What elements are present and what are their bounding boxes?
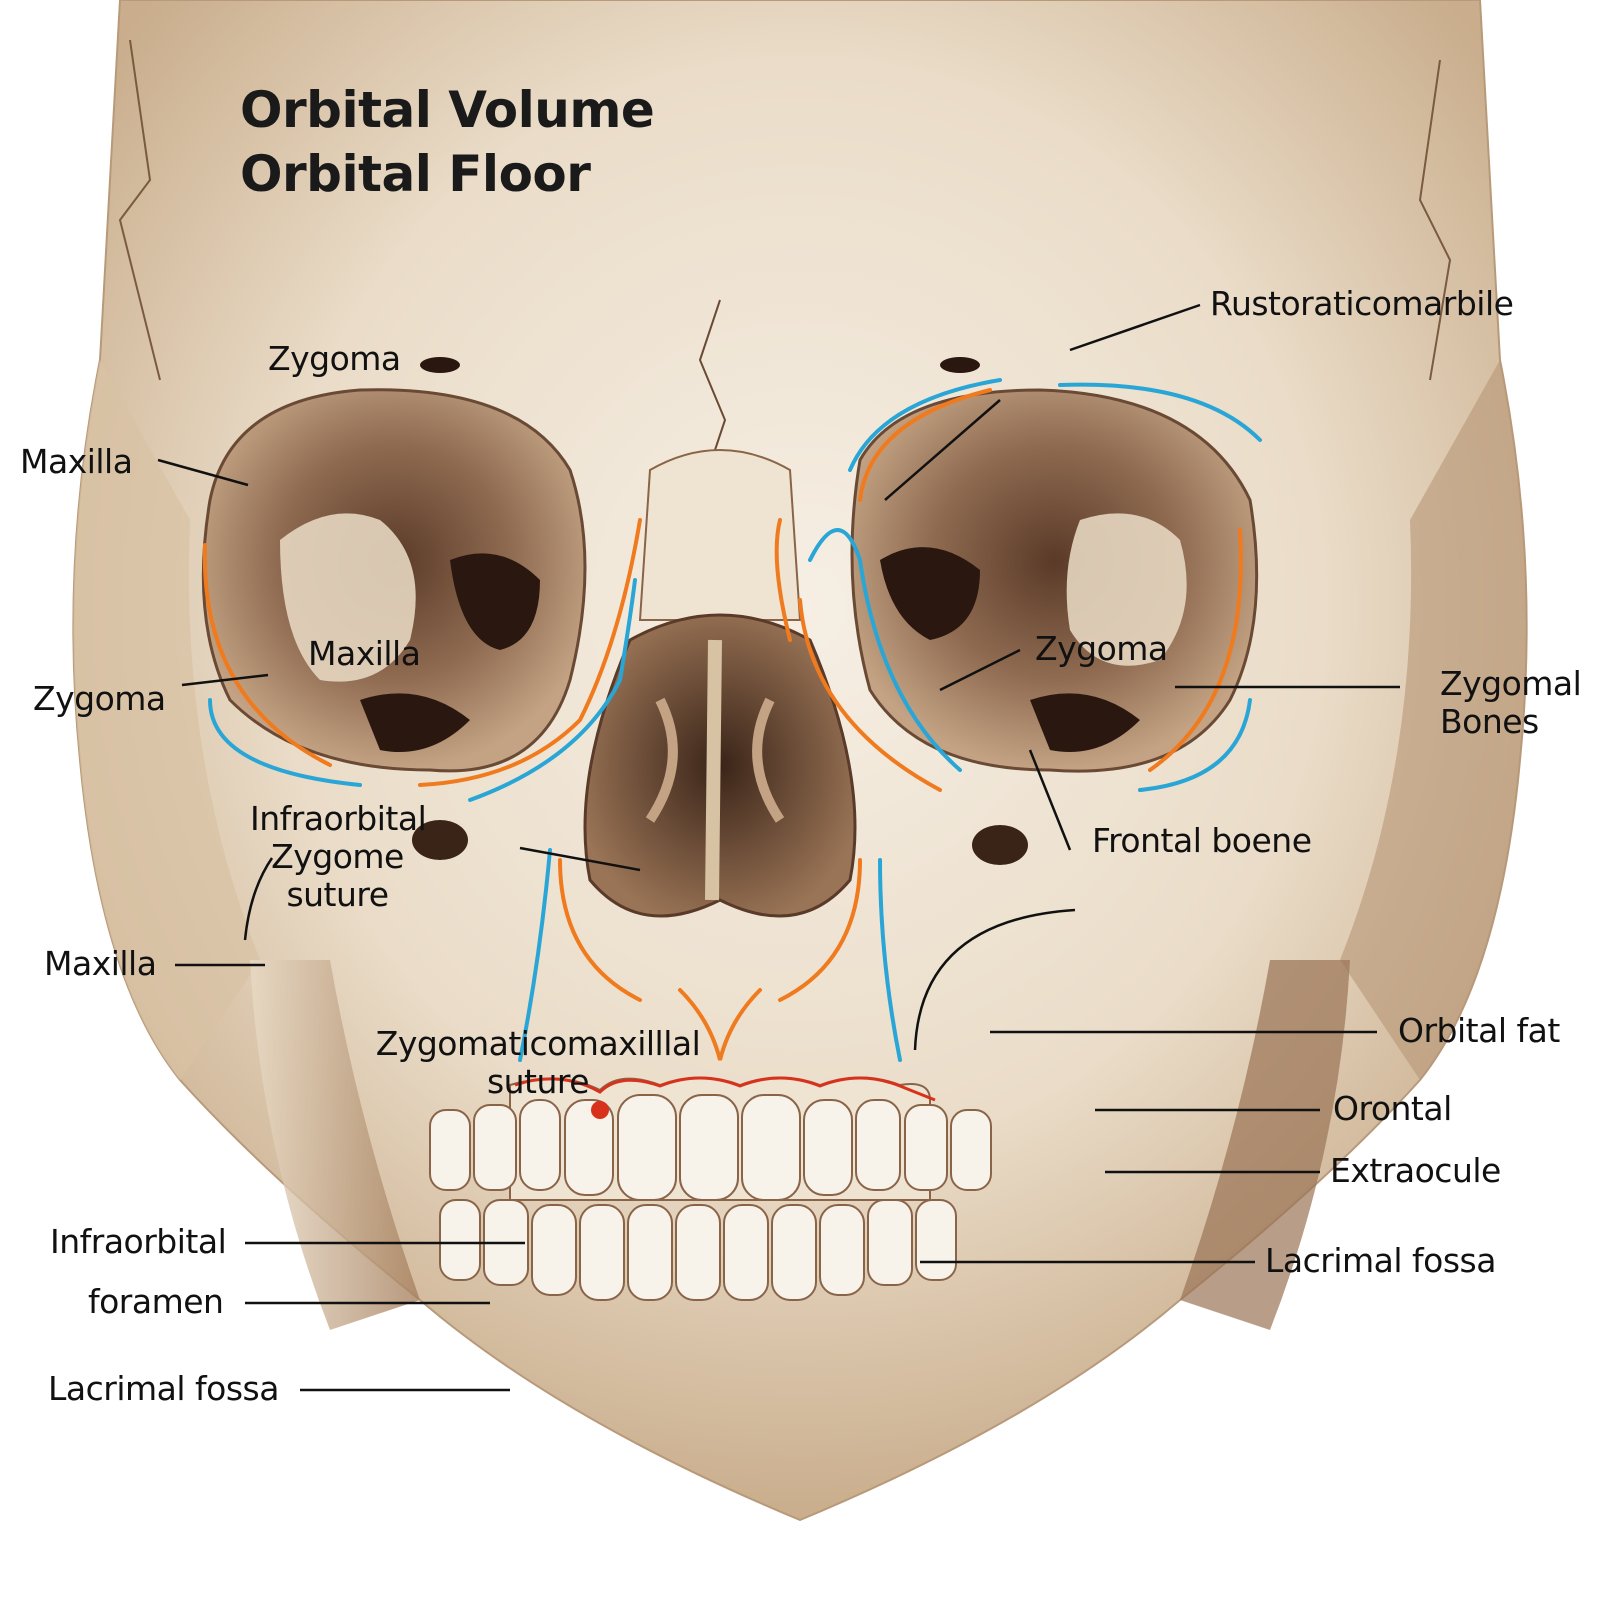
- label-line: Infraorbital: [250, 799, 427, 838]
- label-line: suture: [486, 1062, 590, 1101]
- highlight-traces: [202, 378, 1262, 1062]
- red-marker: [591, 1101, 609, 1119]
- label-extraocule: Extraocule: [1330, 1151, 1501, 1190]
- label-zygoma-top: Zygoma: [268, 339, 401, 378]
- label-lacrimal-fossa-right: Lacrimal fossa: [1265, 1241, 1496, 1280]
- diagram-title: Orbital Volume Orbital Floor: [240, 78, 655, 206]
- left-orbit: [201, 388, 587, 773]
- label-frontal-boene: Frontal boene: [1092, 821, 1312, 860]
- label-line: Zygomaticomaxilllal: [375, 1024, 701, 1063]
- label-maxilla-left-lower: Maxilla: [44, 944, 157, 983]
- label-foramen: foramen: [88, 1282, 224, 1321]
- nasal-region: [583, 449, 857, 918]
- label-zygomaticomaxillary-suture: Zygomaticomaxilllal suture: [368, 1025, 708, 1101]
- gumline-highlight: [514, 1076, 936, 1102]
- teeth: [429, 1076, 992, 1301]
- label-line: Zygome: [271, 837, 404, 876]
- infraorbital-foramen-left: [412, 820, 468, 860]
- label-orbital-fat: Orbital fat: [1398, 1011, 1560, 1050]
- label-zygomal-bones: Zygomal Bones: [1440, 664, 1582, 741]
- label-line: Zygomal: [1440, 664, 1582, 703]
- label-orontal: Orontal: [1333, 1089, 1452, 1128]
- label-line: suture: [286, 875, 389, 914]
- label-lacrimal-fossa-left: Lacrimal fossa: [48, 1369, 279, 1408]
- label-maxilla-left-upper: Maxilla: [20, 442, 133, 481]
- label-zygoma-left-mid: Zygoma: [33, 679, 166, 718]
- title-line-1: Orbital Volume: [240, 81, 655, 139]
- label-rustoraticomarbile: Rustoraticomarbile: [1210, 284, 1514, 323]
- leader-lines: [157, 303, 1400, 1392]
- label-infraorbital-zygome-suture: Infraorbital Zygome suture: [250, 799, 427, 914]
- label-maxilla-orbit-inner: Maxilla: [308, 634, 421, 673]
- infraorbital-foramen-right: [972, 825, 1028, 865]
- label-zygoma-right-orbit: Zygoma: [1035, 629, 1168, 668]
- title-line-2: Orbital Floor: [240, 145, 591, 203]
- supraorbital-notch-right: [940, 357, 980, 373]
- supraorbital-notch-left: [420, 357, 460, 373]
- right-orbit: [850, 388, 1259, 773]
- label-line: Bones: [1440, 702, 1539, 741]
- label-infraorbital: Infraorbital: [50, 1222, 227, 1261]
